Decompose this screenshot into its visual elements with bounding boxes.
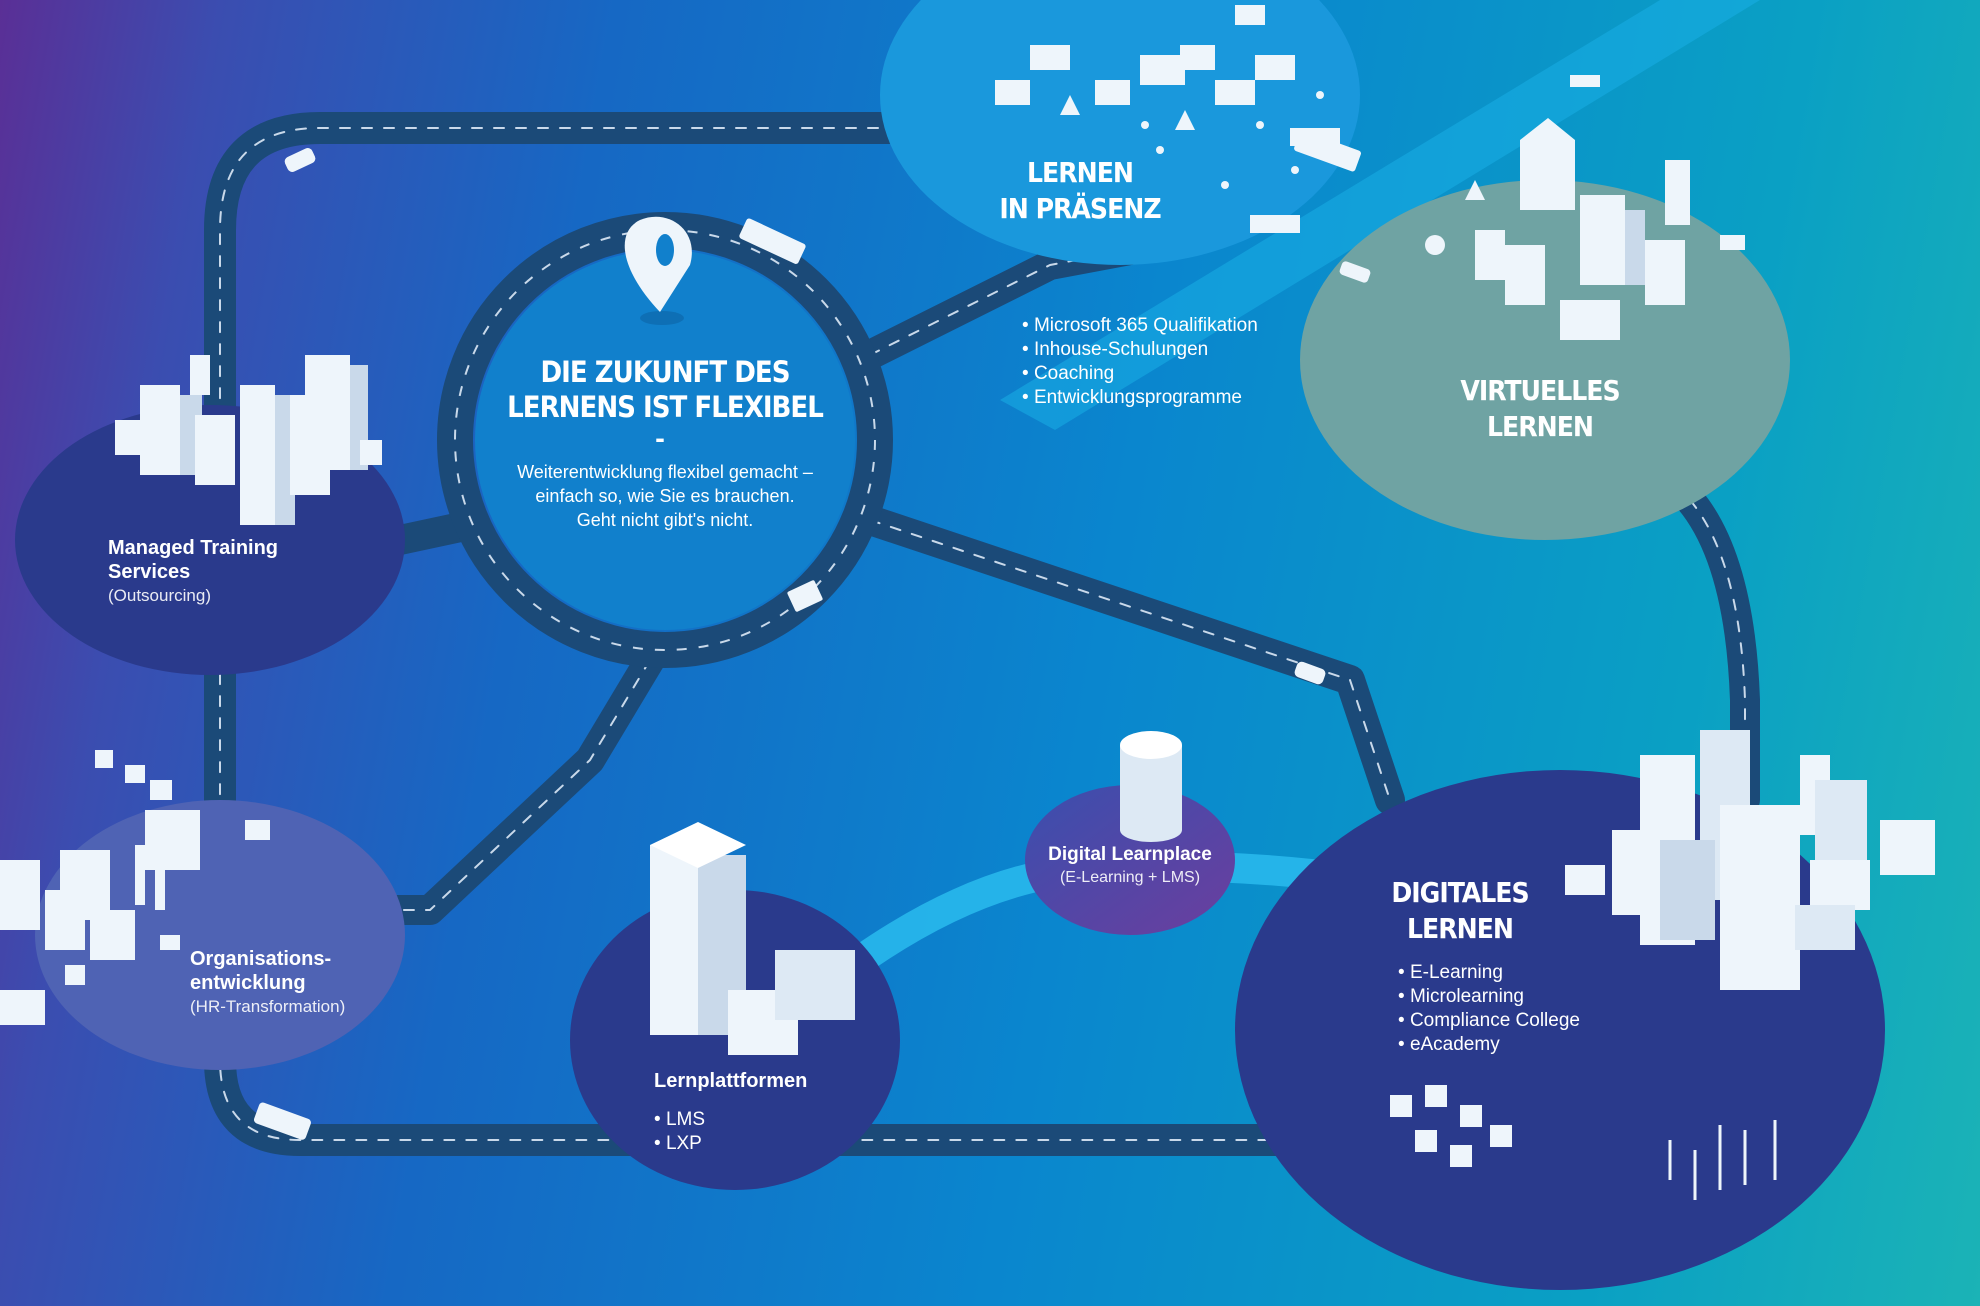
center-title: DIE ZUKUNFT DES LERNENS IST FLEXIBEL — [470, 355, 860, 425]
orga-title-line2: entwicklung — [190, 972, 306, 994]
buildings-orga — [0, 750, 270, 1025]
digital-item: Compliance College — [1398, 1009, 1580, 1033]
center-dash: - — [655, 425, 665, 453]
vehicles — [253, 130, 1371, 1140]
center-desc-line2: einfach so, wie Sie es brauchen. — [535, 486, 795, 506]
location-pin-icon — [624, 216, 692, 325]
learnplace-title: Digital Learnplace — [1048, 844, 1212, 865]
center-description: Weiterentwicklung flexibel gemacht – ein… — [470, 460, 860, 532]
praesenz-list: Microsoft 365 Qualifikation Inhouse-Schu… — [1022, 314, 1258, 410]
buildings-managed — [115, 355, 382, 525]
lernplattformen-item: LMS — [654, 1108, 705, 1132]
praesenz-title: LERNEN IN PRÄSENZ — [990, 155, 1170, 227]
digital-title-line2: LERNEN — [1406, 912, 1514, 945]
center-desc-line3: Geht nicht gibt's nicht. — [576, 510, 754, 530]
praesenz-title-line2: IN PRÄSENZ — [999, 192, 1161, 225]
managed-title-line2: Services — [108, 561, 191, 583]
center-circle — [475, 250, 855, 630]
digital-item: E-Learning — [1398, 961, 1580, 985]
island-learnplace — [1025, 785, 1235, 935]
center-desc-line1: Weiterentwicklung flexibel gemacht – — [517, 462, 813, 482]
praesenz-item: Microsoft 365 Qualifikation — [1022, 314, 1258, 338]
buildings-digital — [1390, 730, 1935, 1167]
island-virtuell — [1300, 180, 1790, 540]
digital-title-line1: DIGITALES — [1391, 876, 1529, 909]
virtuell-title-line1: VIRTUELLES — [1460, 374, 1620, 407]
buildings-lernplattformen — [650, 822, 855, 1055]
learnplace-label: Digital Learnplace (E-Learning + LMS) — [1030, 843, 1230, 889]
praesenz-item: Entwicklungsprogramme — [1022, 386, 1258, 410]
center-title-line2: LERNENS IST FLEXIBEL — [507, 390, 824, 424]
lernplattformen-list: LMS LXP — [654, 1108, 705, 1156]
island-orga — [35, 800, 405, 1070]
buildings-virtuell — [1425, 118, 1745, 340]
managed-sub: (Outsourcing) — [108, 586, 211, 605]
orga-label: Organisations- entwicklung (HR-Transform… — [190, 947, 345, 1019]
digital-item: eAcademy — [1398, 1033, 1580, 1057]
building-learnplace — [1120, 731, 1182, 842]
praesenz-item: Inhouse-Schulungen — [1022, 338, 1258, 362]
learnplace-sub: (E-Learning + LMS) — [1059, 869, 1201, 886]
praesenz-item: Coaching — [1022, 362, 1258, 386]
digital-title: DIGITALES LERNEN — [1380, 875, 1540, 947]
lernplattformen-title: Lernplattformen — [654, 1070, 808, 1092]
virtuell-title-line2: LERNEN — [1486, 410, 1594, 443]
orga-title-line1: Organisations- — [190, 948, 332, 970]
digital-item: Microlearning — [1398, 985, 1580, 1009]
praesenz-title-line1: LERNEN — [1026, 156, 1134, 189]
wind-turbines-icon — [1668, 1120, 1777, 1200]
managed-label: Managed Training Services (Outsourcing) — [108, 536, 278, 608]
orga-sub: (HR-Transformation) — [190, 997, 346, 1016]
managed-title-line1: Managed Training — [108, 537, 279, 559]
digital-list: E-Learning Microlearning Compliance Coll… — [1398, 961, 1580, 1057]
center-title-line1: DIE ZUKUNFT DES — [540, 355, 790, 389]
island-praesenz — [880, 0, 1360, 265]
lernplattformen-item: LXP — [654, 1132, 705, 1156]
virtuell-title: VIRTUELLES LERNEN — [1440, 373, 1640, 445]
